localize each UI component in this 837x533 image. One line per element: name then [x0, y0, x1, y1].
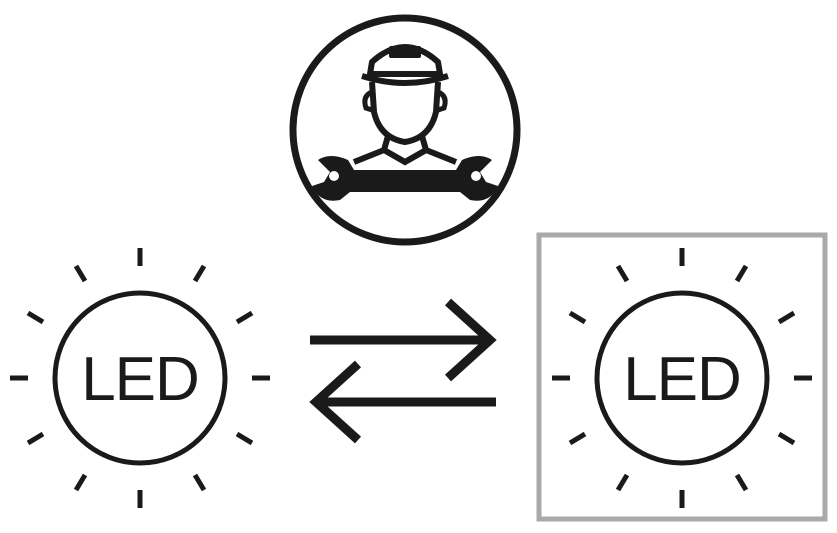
left-led-circle — [52, 290, 228, 466]
technician-badge — [289, 14, 521, 246]
right-led-label: LED — [623, 345, 741, 414]
left-led-label: LED — [81, 345, 199, 414]
right-bulb-frame — [536, 232, 828, 522]
left-led-rays — [10, 248, 270, 508]
led-bulb-icon — [552, 248, 812, 508]
swap-arrows-icon — [309, 298, 497, 444]
technician-with-wrench-icon — [312, 44, 498, 201]
arrow-left-head — [309, 360, 362, 444]
arrow-right-head — [444, 298, 497, 382]
technician-badge-circle — [289, 14, 521, 246]
right-led-bulb: LED — [536, 232, 828, 522]
right-led-circle — [594, 290, 770, 466]
left-led-bulb: LED — [10, 248, 270, 508]
right-led-rays — [552, 248, 812, 508]
led-bulb-icon — [10, 248, 270, 508]
